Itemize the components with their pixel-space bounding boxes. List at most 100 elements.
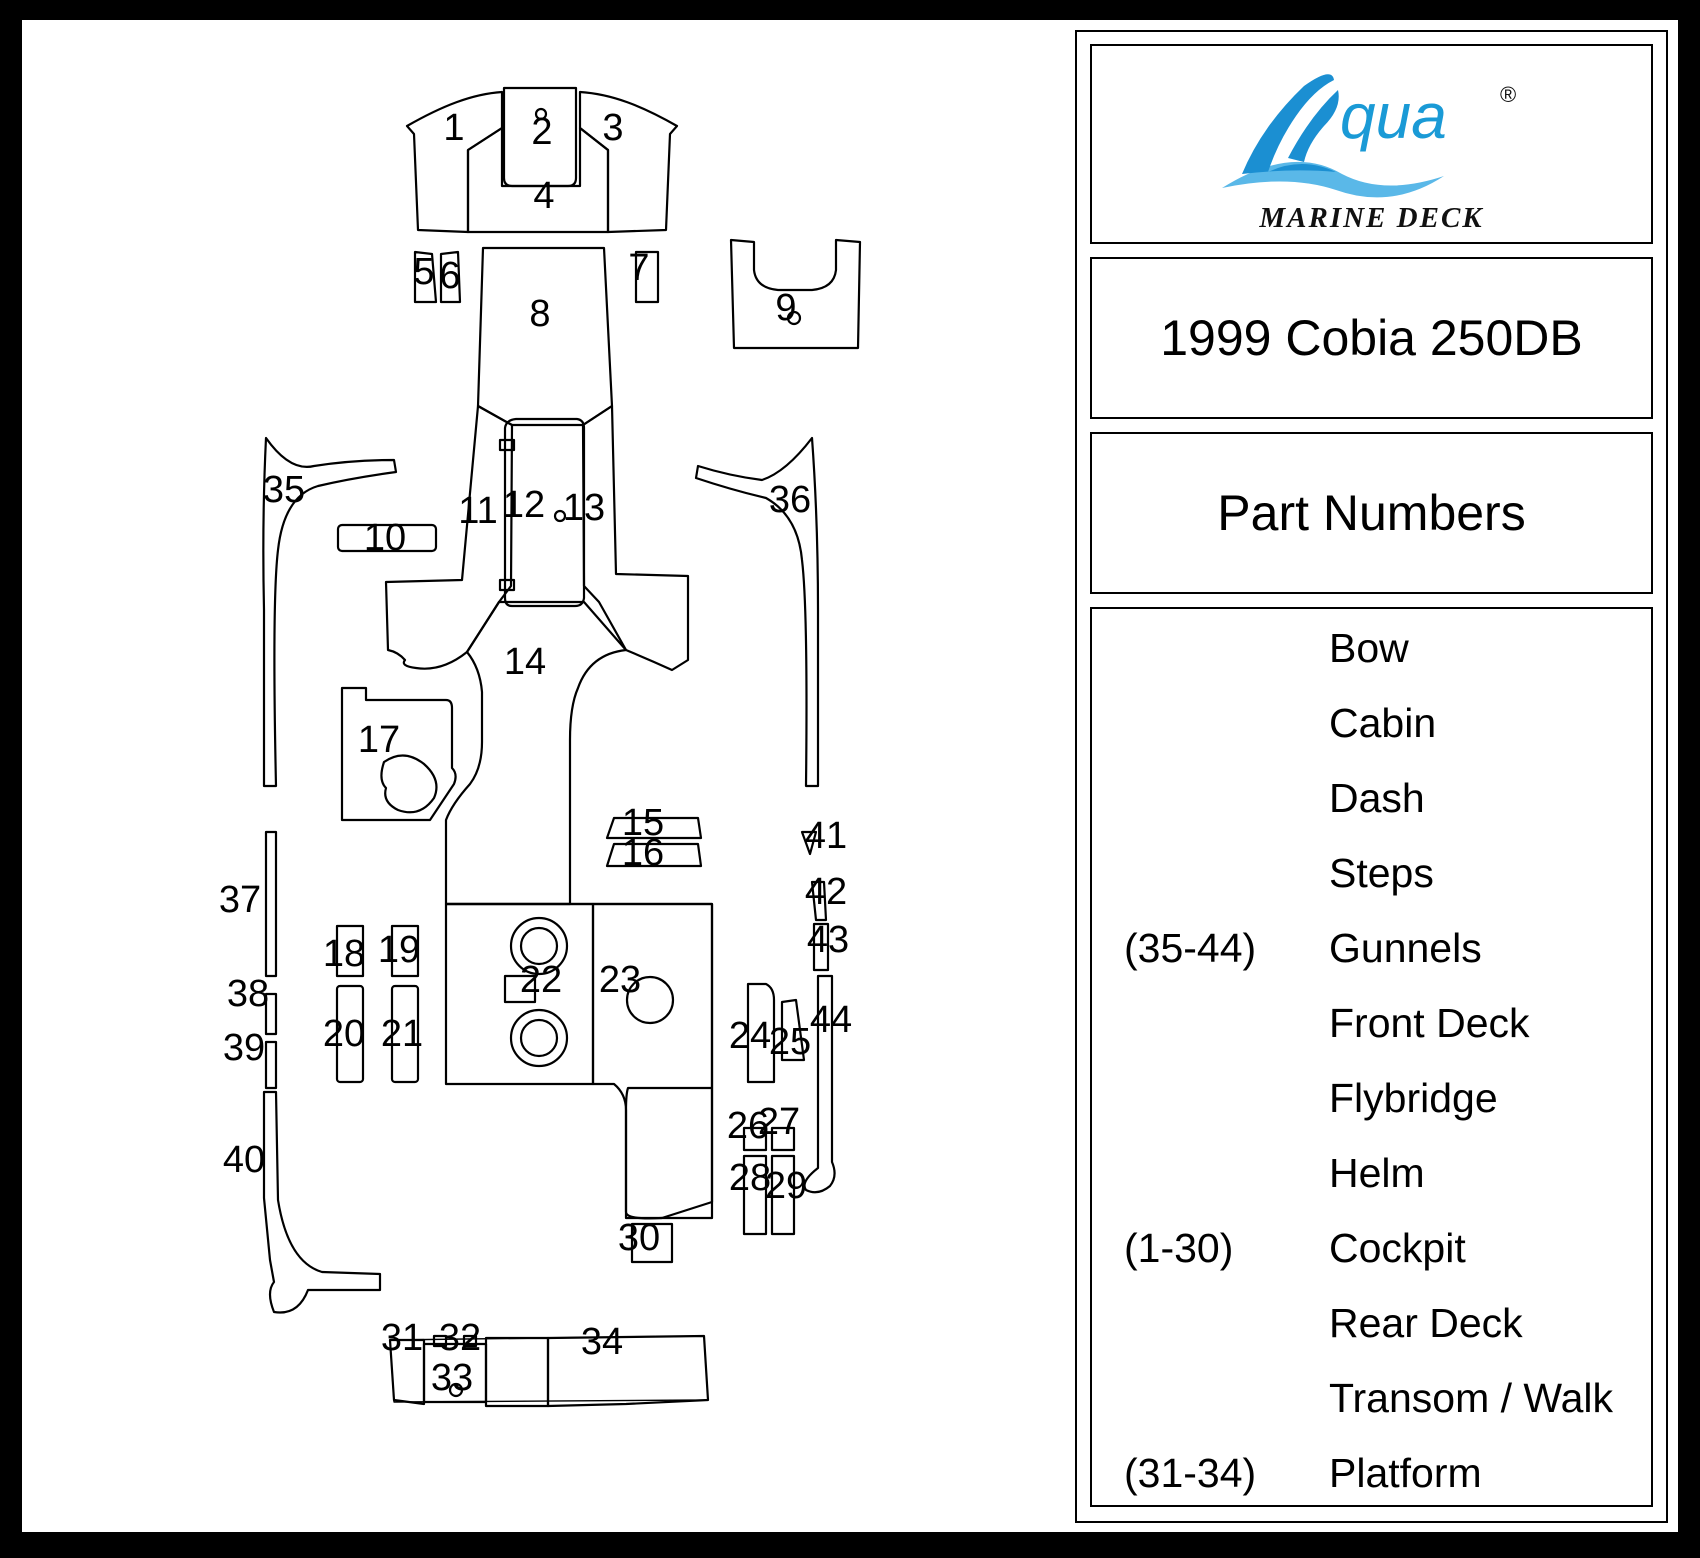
aqua-logo: qua ® bbox=[1222, 74, 1516, 198]
part-21-outline bbox=[390, 984, 420, 1084]
area-name: Rear Deck bbox=[1329, 1300, 1523, 1346]
part-14-outline bbox=[384, 404, 690, 672]
area-name: Transom / Walk bbox=[1329, 1375, 1613, 1421]
part-label-1: 1 bbox=[443, 107, 464, 149]
area-name: Steps bbox=[1329, 850, 1434, 896]
area-name: Cockpit bbox=[1329, 1225, 1466, 1271]
part-label-6: 6 bbox=[439, 255, 460, 297]
logo-registered-mark: ® bbox=[1500, 82, 1516, 107]
part-label-9: 9 bbox=[775, 287, 796, 329]
part-29-outline bbox=[770, 1154, 796, 1236]
part-16-outline bbox=[605, 842, 703, 868]
part-label-11: 11 bbox=[458, 490, 497, 532]
area-row: Bow bbox=[1092, 611, 1651, 686]
part-label-42: 42 bbox=[805, 871, 847, 913]
part-label-7: 7 bbox=[628, 247, 649, 289]
area-row: Flybridge bbox=[1092, 1061, 1651, 1136]
part-label-26: 26 bbox=[727, 1105, 769, 1147]
part-12-latch-top bbox=[498, 438, 516, 452]
part-label-24: 24 bbox=[729, 1015, 771, 1057]
part-33-hole bbox=[448, 1382, 464, 1398]
part-13-hole bbox=[553, 509, 567, 523]
part-8-outline bbox=[476, 246, 614, 427]
part-label-20: 20 bbox=[323, 1013, 365, 1055]
area-row: (35-44)Gunnels bbox=[1092, 911, 1651, 986]
part-17-outline bbox=[340, 686, 457, 822]
part-22-hole-bottom-inner bbox=[519, 1018, 559, 1058]
part-label-13: 13 bbox=[563, 487, 605, 529]
part-numbers-box: Part Numbers bbox=[1090, 432, 1653, 594]
area-row: Rear Deck bbox=[1092, 1286, 1651, 1361]
part-label-36: 36 bbox=[769, 479, 811, 521]
area-range: (35-44) bbox=[1124, 925, 1257, 971]
part-41-outline bbox=[800, 830, 818, 856]
area-name: Front Deck bbox=[1329, 1000, 1530, 1046]
part-label-3: 3 bbox=[602, 107, 623, 149]
part-32-notch-right bbox=[462, 1334, 478, 1348]
part-label-31: 31 bbox=[381, 1317, 423, 1359]
area-name: Cabin bbox=[1329, 700, 1437, 746]
area-name: Bow bbox=[1329, 625, 1409, 671]
area-row: (31-34)Platform bbox=[1092, 1436, 1651, 1511]
part-label-8: 8 bbox=[529, 293, 550, 335]
part-22-hole-top-inner bbox=[519, 926, 559, 966]
part-2-hole bbox=[534, 107, 548, 121]
part-25-outline bbox=[780, 998, 806, 1062]
part-label-17: 17 bbox=[358, 719, 400, 761]
part-38-outline bbox=[264, 992, 278, 1036]
part-40-outline bbox=[262, 1090, 382, 1314]
area-row: Transom / Walk bbox=[1092, 1361, 1651, 1436]
part-24-outline bbox=[746, 982, 776, 1084]
part-10-outline bbox=[336, 523, 438, 553]
part-18-outline bbox=[335, 924, 365, 978]
part-label-40: 40 bbox=[223, 1139, 265, 1181]
area-name: Dash bbox=[1329, 775, 1425, 821]
part-36-outline bbox=[694, 436, 820, 788]
part-label-28: 28 bbox=[729, 1157, 771, 1199]
part-label-32: 32 bbox=[439, 1317, 481, 1359]
part-label-14: 14 bbox=[504, 641, 546, 683]
model-box: 1999 Cobia 250DB bbox=[1090, 257, 1653, 419]
part-label-22: 22 bbox=[520, 959, 562, 1001]
cockpit-floor-outline bbox=[446, 902, 714, 1220]
platform-base bbox=[389, 1335, 709, 1403]
part-9-hole bbox=[786, 310, 802, 326]
part-label-12: 12 bbox=[503, 484, 545, 526]
model-title: 1999 Cobia 250DB bbox=[1160, 310, 1583, 366]
area-row: Helm bbox=[1092, 1136, 1651, 1211]
part-label-21: 21 bbox=[381, 1013, 423, 1055]
part-1-outline bbox=[405, 90, 504, 234]
part-14-lower bbox=[444, 600, 628, 906]
part-label-27: 27 bbox=[758, 1101, 800, 1143]
logo-wave-crest bbox=[1288, 90, 1339, 162]
area-row: Front Deck bbox=[1092, 986, 1651, 1061]
part-label-15: 15 bbox=[622, 802, 664, 844]
part-22-hole-top bbox=[509, 916, 569, 976]
part-42-outline bbox=[810, 880, 828, 922]
part-label-41: 41 bbox=[805, 815, 847, 857]
part-39-outline bbox=[264, 1040, 278, 1090]
part-label-2: 2 bbox=[531, 111, 552, 153]
area-list: Bow Cabin Dash Steps (35-44)Gunnels Fron… bbox=[1090, 607, 1653, 1507]
area-name: Platform bbox=[1329, 1450, 1482, 1496]
part-label-10: 10 bbox=[364, 517, 406, 559]
part-17-hole bbox=[380, 754, 438, 814]
part-9-outline bbox=[729, 238, 862, 350]
part-label-35: 35 bbox=[263, 469, 305, 511]
part-7-outline bbox=[634, 250, 660, 304]
part-12-outline bbox=[503, 417, 586, 608]
part-35-outline bbox=[262, 436, 398, 788]
part-label-23: 23 bbox=[599, 959, 641, 1001]
part-27-outline bbox=[770, 1126, 796, 1152]
part-15-outline bbox=[605, 816, 703, 840]
part-6-outline bbox=[439, 250, 462, 304]
part-label-29: 29 bbox=[765, 1165, 807, 1207]
area-row: (1-30) Cockpit bbox=[1092, 1211, 1651, 1286]
area-range: (1-30) bbox=[1124, 1225, 1234, 1271]
part-32-notch-left bbox=[432, 1334, 448, 1348]
part-label-33: 33 bbox=[431, 1357, 473, 1399]
area-name: Flybridge bbox=[1329, 1075, 1498, 1121]
logo-word: qua bbox=[1340, 80, 1447, 152]
area-row: Steps bbox=[1092, 836, 1651, 911]
part-label-44: 44 bbox=[810, 999, 852, 1041]
